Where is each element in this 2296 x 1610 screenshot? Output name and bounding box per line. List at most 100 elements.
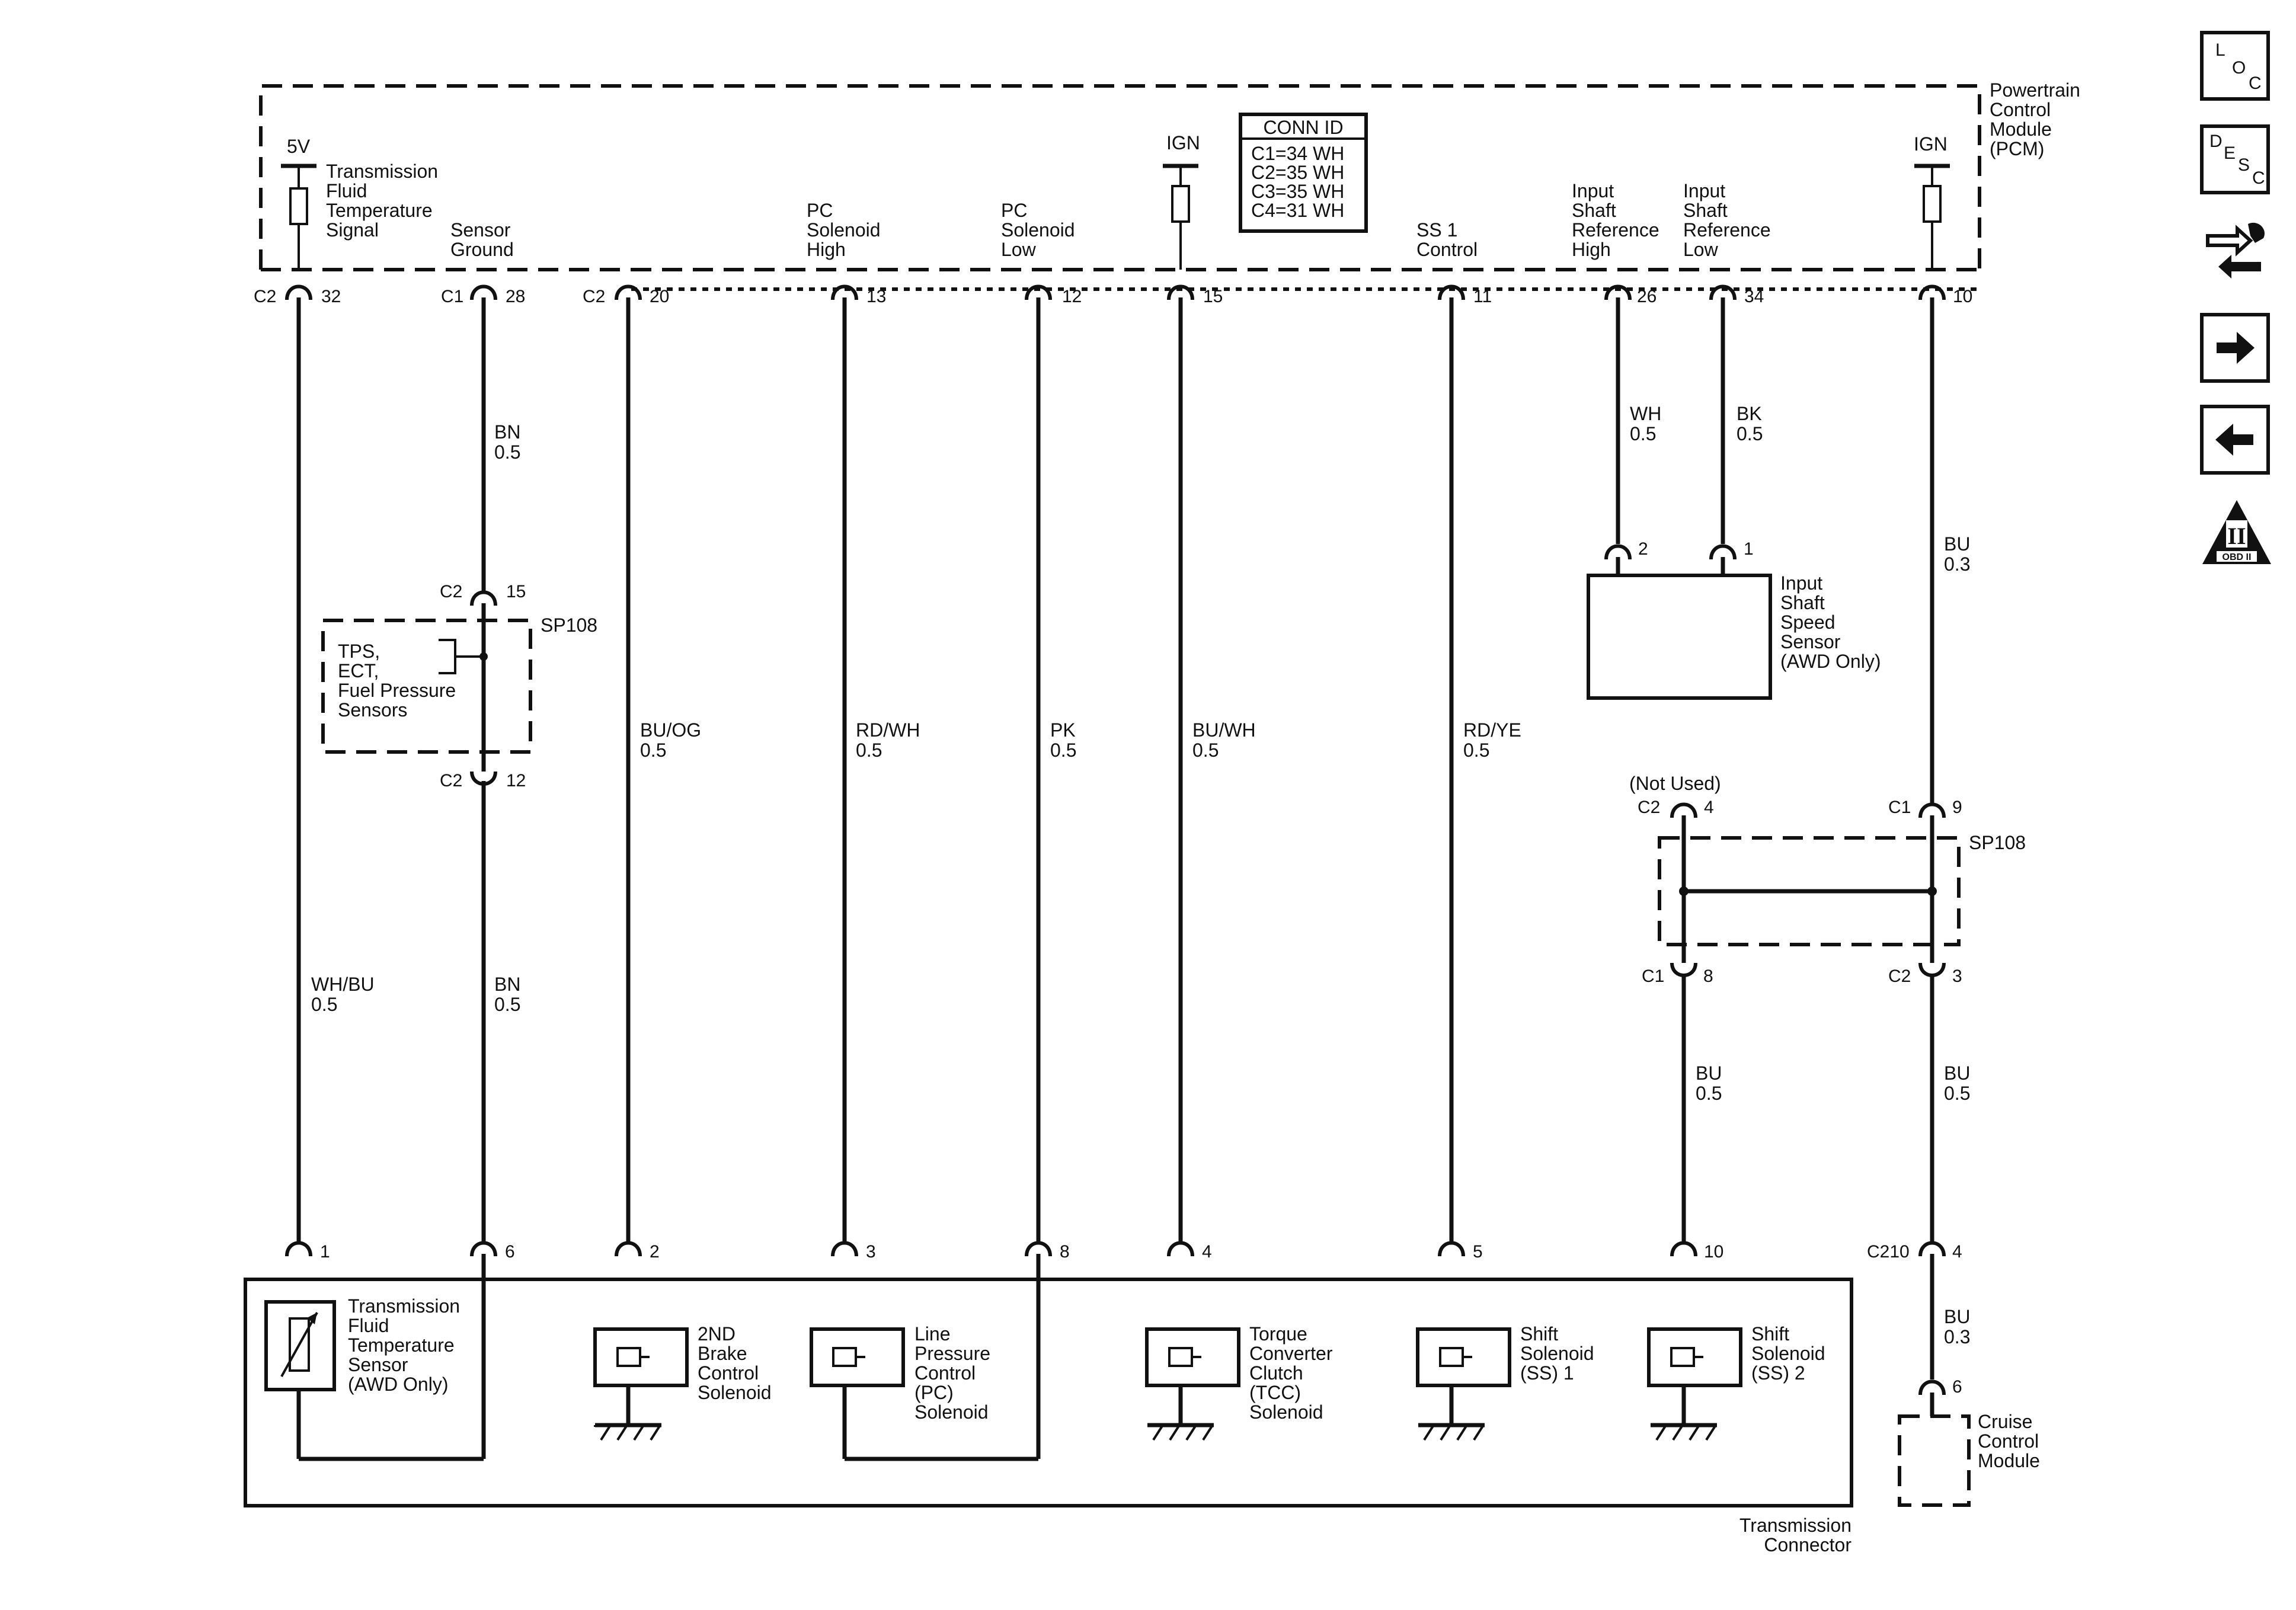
svg-text:Shaft: Shaft <box>1683 200 1728 221</box>
svg-text:9: 9 <box>1952 798 1962 817</box>
splice-sp108-right: (Not Used) C2 4 C1 9 SP108 C1 8 C2 3 <box>1629 773 2026 986</box>
obd-roman-text: II <box>2227 523 2246 549</box>
pcm-label-input-shaft-low: Input Shaft Reference Low <box>1683 180 1771 260</box>
svg-text:Signal: Signal <box>326 219 379 241</box>
svg-text:Ground: Ground <box>450 239 514 260</box>
svg-text:8: 8 <box>1703 966 1713 986</box>
next-page-button[interactable] <box>2200 313 2270 383</box>
svg-text:C1: C1 <box>1642 966 1664 986</box>
svg-text:Solenoid: Solenoid <box>914 1401 989 1423</box>
svg-text:High: High <box>1572 239 1611 260</box>
svg-text:4: 4 <box>1952 1242 1962 1262</box>
svg-text:Sensor: Sensor <box>450 219 511 241</box>
description-button[interactable]: D E S C <box>2200 124 2270 194</box>
svg-text:0.5: 0.5 <box>1192 740 1219 761</box>
transmission-connector-label: Transmission Connector <box>1739 1515 1851 1555</box>
svg-text:6: 6 <box>1952 1377 1962 1397</box>
svg-text:C1: C1 <box>1888 798 1911 817</box>
svg-text:Solenoid: Solenoid <box>807 219 881 241</box>
svg-text:(PC): (PC) <box>914 1382 954 1403</box>
svg-text:Solenoid: Solenoid <box>1001 219 1075 241</box>
svg-text:BK: BK <box>1737 403 1762 424</box>
svg-text:5V: 5V <box>287 136 311 157</box>
desc-letter-c: C <box>2252 168 2265 188</box>
svg-text:0.5: 0.5 <box>494 441 520 463</box>
solenoid-line-pressure: Line Pressure Control (PC) Solenoid <box>810 1254 1041 1461</box>
svg-text:C2: C2 <box>583 287 605 306</box>
svg-text:4: 4 <box>1202 1242 1212 1262</box>
pcm-label-pc-low: PC Solenoid Low <box>1001 200 1075 260</box>
svg-text:ECT,: ECT, <box>338 660 379 681</box>
conn-id-table: CONN ID C1=34 WH C2=35 WH C3=35 WH C4=31… <box>1239 113 1368 233</box>
pcm-label-sensor-ground: Sensor Ground <box>450 219 514 260</box>
svg-text:Brake: Brake <box>698 1343 747 1364</box>
input-shaft-speed-sensor: 2 1 Input Shaft Speed Sensor (AWD Only) <box>1587 539 1881 700</box>
svg-text:13: 13 <box>866 287 886 306</box>
svg-text:Temperature: Temperature <box>326 200 433 221</box>
svg-text:PC: PC <box>1001 200 1027 221</box>
svg-text:3: 3 <box>866 1242 876 1262</box>
svg-text:WH/BU: WH/BU <box>311 974 375 995</box>
svg-text:(AWD Only): (AWD Only) <box>348 1374 448 1395</box>
svg-text:BU: BU <box>1944 1062 1970 1084</box>
obd-ii-button[interactable]: II OBD II <box>2200 497 2273 568</box>
svg-text:BU: BU <box>1944 1306 1970 1327</box>
pcm-connector-pins: C2 32 C1 28 C2 20 13 12 15 11 26 34 10 <box>254 287 1972 306</box>
svg-text:4: 4 <box>1704 798 1714 817</box>
cruise-control-module: 6 Cruise Control Module <box>1898 1377 2040 1507</box>
solenoid-ss1: Shift Solenoid (SS) 1 <box>1416 1323 1594 1441</box>
svg-text:C4=31 WH: C4=31 WH <box>1251 200 1344 221</box>
svg-text:Fuel Pressure: Fuel Pressure <box>338 680 456 701</box>
svg-text:15: 15 <box>506 582 526 601</box>
loc-letter-o: O <box>2232 58 2246 78</box>
svg-text:C2: C2 <box>254 287 276 306</box>
location-button[interactable]: L O C <box>2200 31 2270 101</box>
svg-text:12: 12 <box>506 771 526 790</box>
pcm-label-ss1-control: SS 1 Control <box>1416 219 1478 260</box>
svg-text:26: 26 <box>1637 287 1657 306</box>
transmission-connector-box <box>244 1278 1853 1507</box>
svg-text:8: 8 <box>1060 1242 1070 1262</box>
svg-text:2: 2 <box>1638 539 1648 559</box>
svg-text:Sensor: Sensor <box>348 1354 408 1375</box>
svg-text:BN: BN <box>494 421 520 443</box>
svg-text:Powertrain: Powertrain <box>1990 79 2080 101</box>
svg-text:Shaft: Shaft <box>1572 200 1616 221</box>
pcm-title: Powertrain Control Module (PCM) <box>1990 79 2080 159</box>
svg-text:Connector: Connector <box>1764 1534 1851 1555</box>
wire-runs <box>296 297 1937 1379</box>
svg-text:0.5: 0.5 <box>640 740 666 761</box>
svg-text:Converter: Converter <box>1249 1343 1333 1364</box>
svg-text:Transmission: Transmission <box>326 161 438 182</box>
svg-text:C2: C2 <box>440 582 462 601</box>
svg-text:Temperature: Temperature <box>348 1334 455 1356</box>
svg-text:3: 3 <box>1952 966 1962 986</box>
svg-text:Control: Control <box>1416 239 1478 260</box>
arrow-left-icon <box>2215 424 2253 456</box>
solenoid-2nd-brake: 2ND Brake Control Solenoid <box>593 1323 772 1441</box>
svg-text:BU: BU <box>1944 533 1970 555</box>
svg-text:Shift: Shift <box>1520 1323 1558 1345</box>
previous-page-button[interactable] <box>2200 405 2270 475</box>
svg-text:Fluid: Fluid <box>348 1315 389 1336</box>
svg-text:Clutch: Clutch <box>1249 1362 1303 1384</box>
svg-text:C1: C1 <box>441 287 463 306</box>
svg-text:32: 32 <box>321 287 341 306</box>
desc-letter-d: D <box>2209 132 2223 151</box>
svg-text:Torque: Torque <box>1249 1323 1307 1345</box>
svg-text:IGN: IGN <box>1166 132 1200 153</box>
pcm-label-tft-signal: Transmission Fluid Temperature Signal <box>326 161 438 241</box>
diagnostic-tool-icon[interactable] <box>2196 212 2273 289</box>
svg-text:0.5: 0.5 <box>1696 1083 1722 1104</box>
svg-text:0.5: 0.5 <box>1944 1083 1970 1104</box>
svg-text:Pressure: Pressure <box>914 1343 990 1364</box>
svg-text:Shift: Shift <box>1751 1323 1789 1345</box>
transmission-fluid-temp-sensor: Transmission Fluid Temperature Sensor (A… <box>264 1254 486 1461</box>
svg-text:Control: Control <box>914 1362 976 1384</box>
svg-text:Reference: Reference <box>1683 219 1771 241</box>
svg-text:0.5: 0.5 <box>1050 740 1076 761</box>
pcm-box <box>259 84 1981 270</box>
svg-text:Solenoid: Solenoid <box>1520 1343 1594 1364</box>
svg-text:C2: C2 <box>440 771 462 790</box>
svg-text:0.5: 0.5 <box>494 994 520 1015</box>
